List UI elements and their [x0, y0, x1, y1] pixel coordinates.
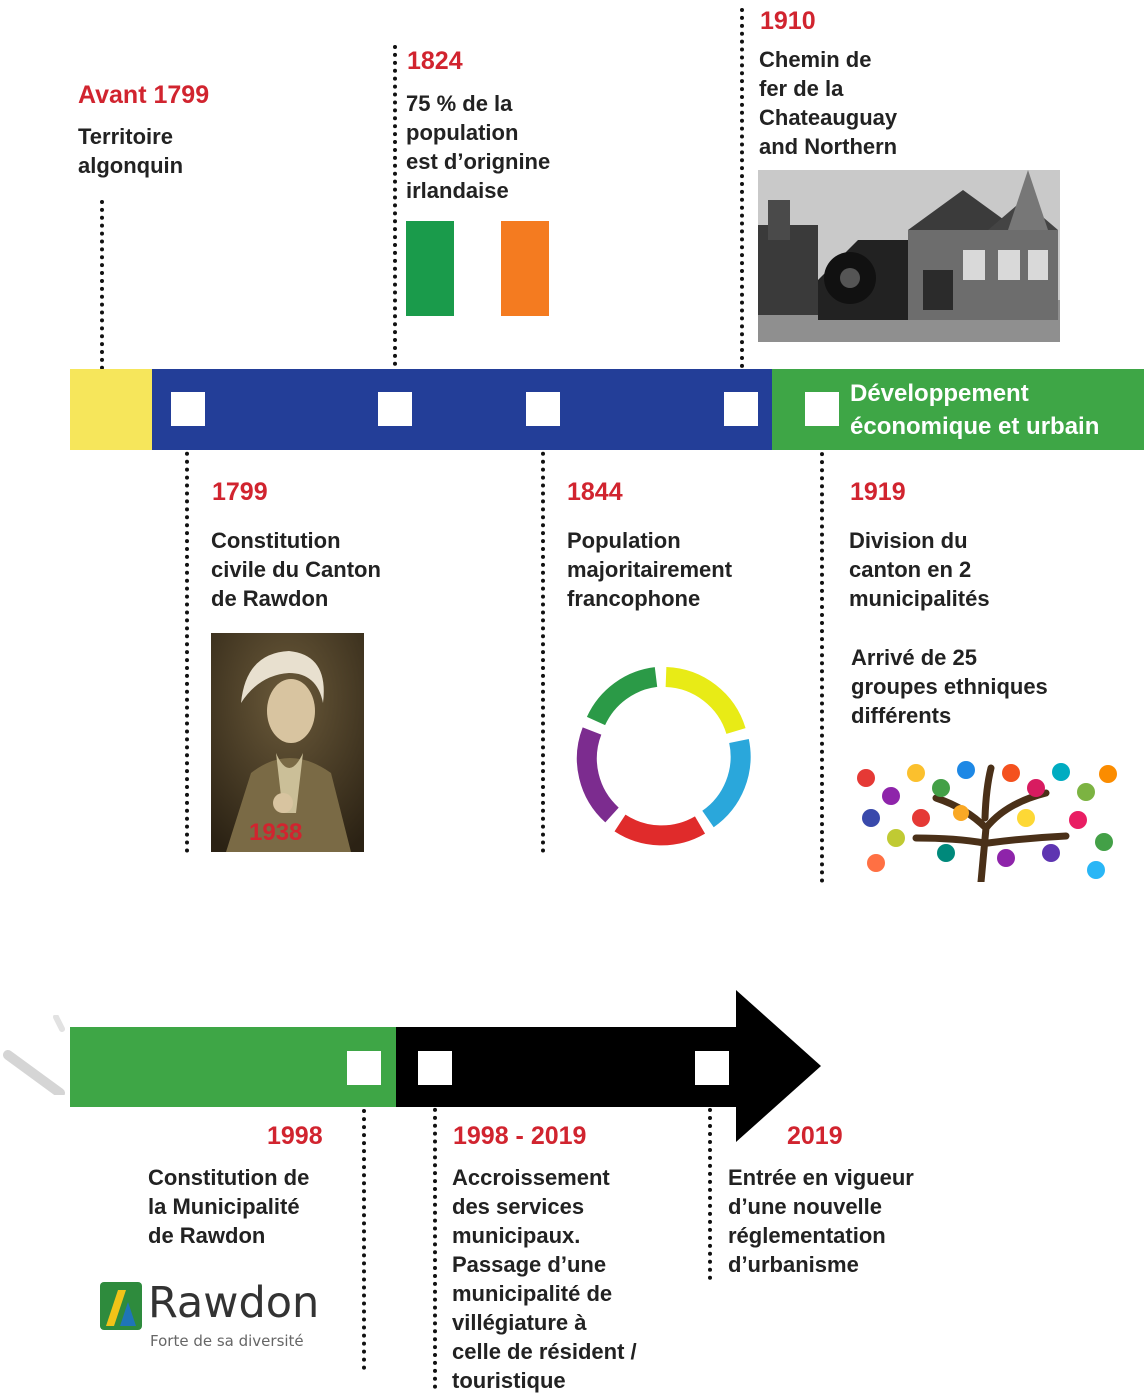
- connector-1844: [541, 428, 545, 853]
- train-station-photo: [758, 170, 1060, 342]
- text-constitution-municipalite: Constitution de la Municipalité de Rawdo…: [148, 1165, 310, 1248]
- marker-1998-2019: [418, 1051, 452, 1085]
- timeline-segment-1998: [70, 1027, 396, 1107]
- timeline-arrow: [396, 990, 821, 1142]
- year-1824: 1824: [407, 47, 463, 75]
- marker-1998: [347, 1051, 381, 1085]
- text-division-canton: Division du canton en 2 municipalités: [849, 528, 990, 611]
- text-accroissement-services: Accroissement des services municipaux. P…: [452, 1165, 637, 1393]
- year-1919: 1919: [850, 478, 906, 506]
- connector-2019: [708, 1100, 712, 1280]
- connector-1799: [185, 428, 189, 853]
- marker-1799: [171, 392, 205, 426]
- marker-1844: [526, 392, 560, 426]
- connector-1998: [362, 1085, 366, 1370]
- connector-avant-1799: [100, 200, 104, 370]
- rawdon-logo-word: Rawdon: [148, 1278, 320, 1328]
- irish-flag-orange: [501, 221, 549, 316]
- francophonie-ring-icon: [576, 663, 752, 847]
- year-1910: 1910: [760, 7, 816, 35]
- timeline-segment-avant-1799: [70, 369, 152, 450]
- connector-1998-2019: [433, 1100, 437, 1389]
- year-1844: 1844: [567, 478, 623, 506]
- year-avant-1799: Avant 1799: [78, 81, 210, 109]
- text-population-francophone: Population majoritairement francophone: [567, 528, 733, 611]
- text-constitution-canton: Constitution civile du Canton de Rawdon: [211, 528, 381, 611]
- marker-1824: [378, 392, 412, 426]
- connector-1824: [393, 45, 397, 390]
- year-1998: 1998: [267, 1122, 323, 1150]
- marker-1919: [805, 392, 839, 426]
- diversity-tree-image: [846, 758, 1128, 886]
- rawdon-logo-emblem: [100, 1282, 142, 1330]
- year-1998-2019: 1998 - 2019: [453, 1122, 587, 1150]
- rawdon-logo: Rawdon Forte de sa diversité: [100, 1278, 330, 1358]
- text-nouvelle-reglementation: Entrée en vigueur d’une nouvelle régleme…: [728, 1165, 914, 1277]
- text-groupes-ethniques: Arrivé de 25 groupes ethniques différent…: [851, 645, 1048, 728]
- text-population-irlandaise: 75 % de la population est d’orignine irl…: [406, 91, 551, 203]
- year-1799: 1799: [212, 478, 268, 506]
- marker-1910: [724, 392, 758, 426]
- connector-1919: [820, 428, 824, 883]
- rawdon-logo-tagline: Forte de sa diversité: [150, 1332, 304, 1350]
- year-2019: 2019: [787, 1122, 843, 1150]
- portrait-lord-rawdon: 1938: [211, 633, 364, 852]
- timeline-segment-1799-1919: [152, 369, 772, 450]
- decorative-stroke: [0, 1014, 70, 1098]
- text-chemin-de-fer: Chemin de fer de la Chateauguay and Nort…: [759, 47, 898, 159]
- marker-2019: [695, 1051, 729, 1085]
- text-territoire-algonquin: Territoire algonquin: [78, 124, 184, 178]
- connector-1910: [740, 8, 744, 400]
- band-label-developpement: Développement économique et urbain: [850, 380, 1100, 440]
- portrait-caption: 1938: [249, 819, 303, 846]
- irish-flag-green: [406, 221, 454, 316]
